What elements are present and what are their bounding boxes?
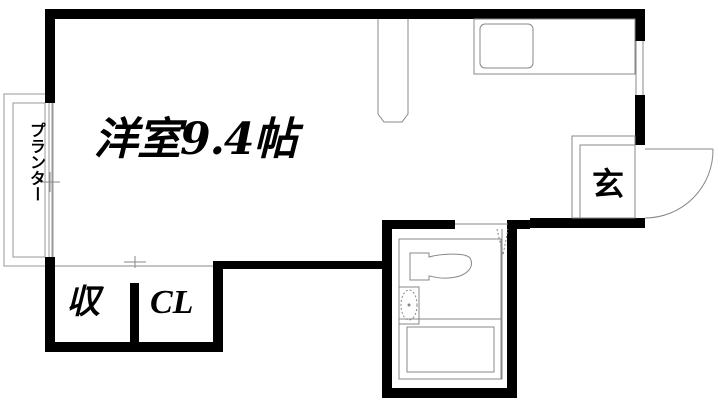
entrance-door bbox=[644, 148, 714, 219]
room-label-closet: CL bbox=[150, 284, 194, 321]
room-label-western-room: 洋室9.4帖 bbox=[94, 114, 298, 165]
room-label-entrance: 玄 bbox=[592, 165, 625, 203]
planter-label: プランター bbox=[27, 122, 46, 202]
partition-lines bbox=[40, 172, 213, 268]
kitchen-counter bbox=[473, 18, 636, 75]
bathroom-fixtures bbox=[398, 223, 509, 380]
entrance-area bbox=[571, 135, 636, 219]
room-label-storage: 収 bbox=[66, 282, 100, 322]
exterior-walls bbox=[45, 9, 645, 398]
window bbox=[635, 41, 644, 95]
column-fixture bbox=[377, 19, 409, 123]
